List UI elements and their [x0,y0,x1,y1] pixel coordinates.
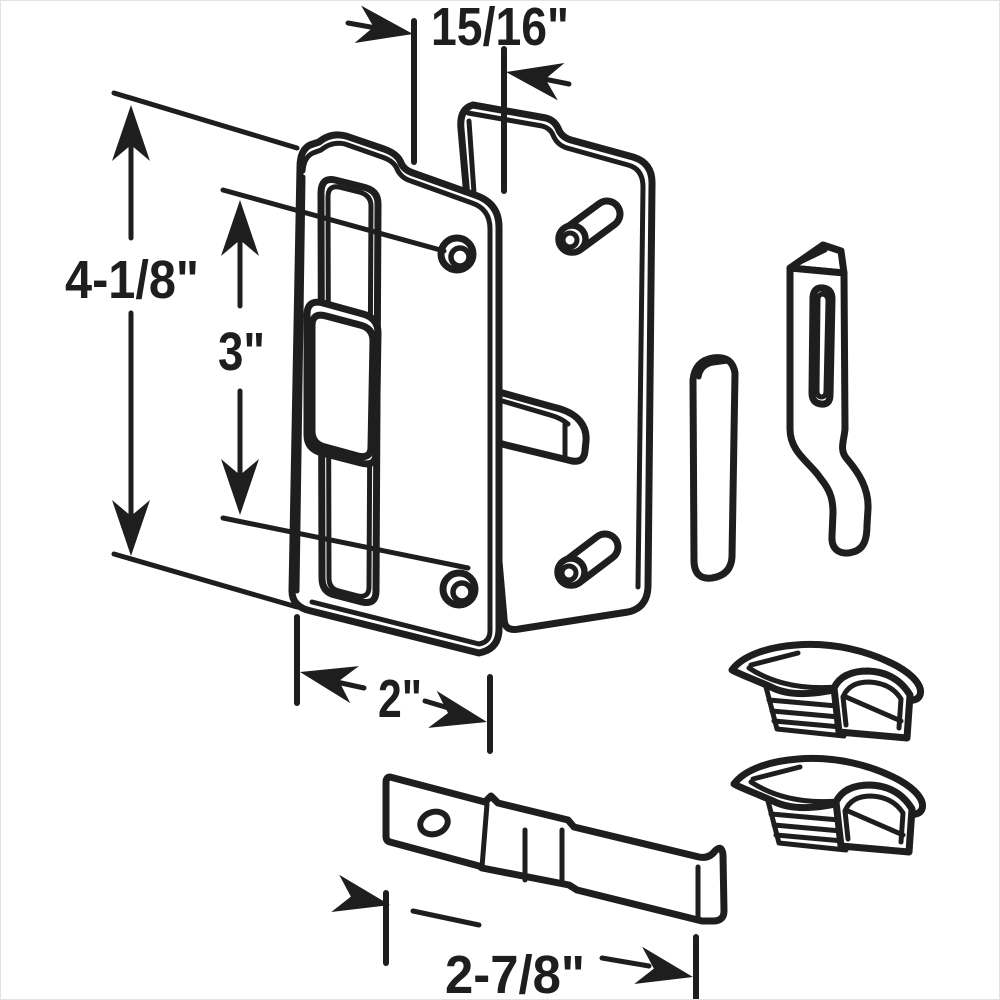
mounting-boss-top [555,197,624,256]
latch-tongue [495,388,590,465]
dim-label-overall-height: 4-1/8" [65,250,199,310]
dimension-overall-height: 4-1/8" [65,90,300,610]
latch-slide-button [303,298,382,468]
dim-label-strike-length: 2-7/8" [445,945,585,1000]
hook-slot [808,284,836,408]
track-clip-2 [734,758,923,852]
strike-bar-hole [417,808,451,838]
track-clip [728,640,924,742]
dimension-strike-length: 2-7/8" [331,874,699,1000]
front-plate [288,131,503,657]
screw-hole-top [437,234,477,274]
dimension-plate-width: 2" [294,614,493,754]
dim-label-plate-width: 2" [378,669,422,729]
dimension-hole-spacing: 3" [218,187,471,571]
latch-hook [786,241,872,557]
dim-label-hole-spacing: 3" [218,322,265,382]
spacer-shim [689,354,739,582]
mounting-boss-bottom [554,530,622,589]
dim-label-top-width: 15/16" [431,1,569,57]
clip-ribbed-block [763,684,847,739]
dimension-top-width: 15/16" [345,1,572,194]
clip-channel [830,667,914,742]
strike-bar [382,773,728,925]
screw-hole-bottom [439,569,479,609]
